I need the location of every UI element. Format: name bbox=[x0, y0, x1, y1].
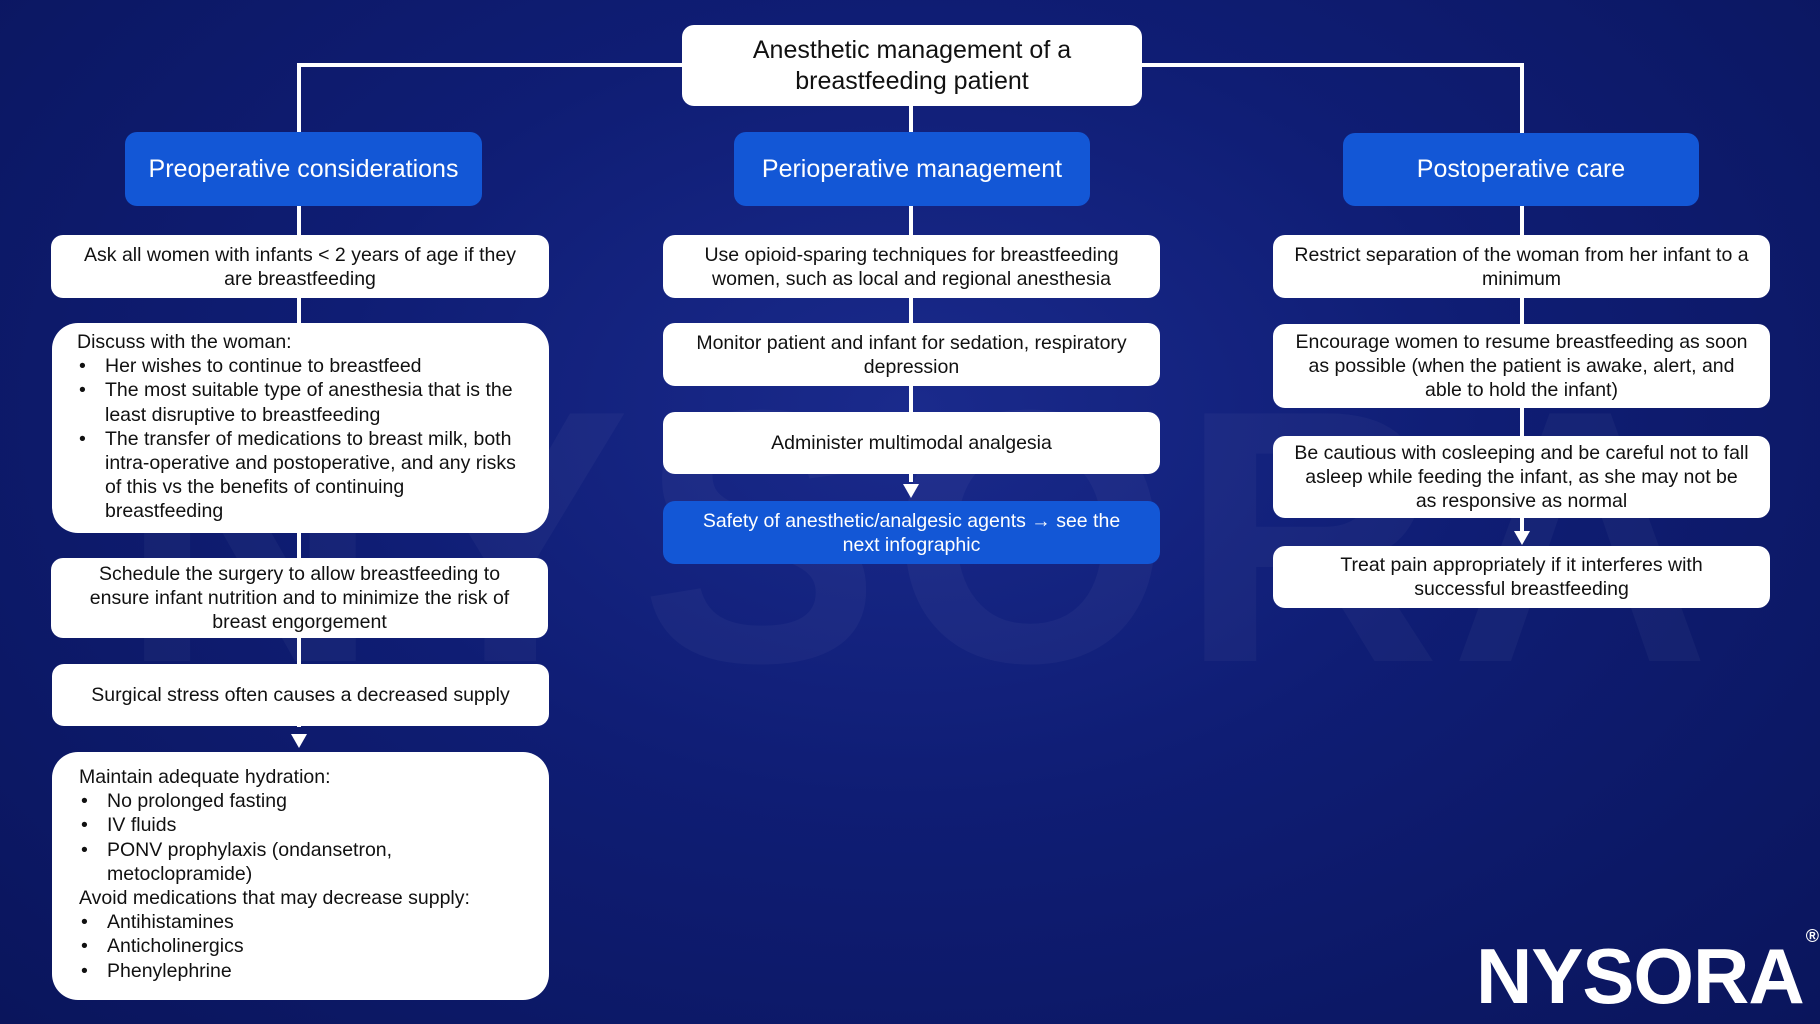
hydration-intro: Maintain adequate hydration: bbox=[79, 766, 331, 788]
list-item: Phenylephrine bbox=[79, 959, 527, 983]
periop-analgesia-box: Administer multimodal analgesia bbox=[663, 412, 1160, 474]
arrow-middle bbox=[903, 484, 919, 498]
avoid-intro: Avoid medications that may decrease supp… bbox=[79, 887, 470, 910]
arrow-right bbox=[1514, 531, 1530, 545]
preop-discuss-box: Discuss with the woman: Her wishes to co… bbox=[52, 323, 549, 533]
preop-stress-box: Surgical stress often causes a decreased… bbox=[52, 664, 549, 726]
periop-monitor-box: Monitor patient and infant for sedation,… bbox=[663, 323, 1160, 386]
connector-right-down bbox=[1520, 63, 1524, 133]
list-item: The transfer of medications to breast mi… bbox=[77, 427, 527, 524]
postop-separation-box: Restrict separation of the woman from he… bbox=[1273, 235, 1770, 298]
registered-mark: ® bbox=[1805, 926, 1819, 946]
connector-top-right bbox=[1142, 63, 1524, 67]
preop-hydration-box: Maintain adequate hydration: No prolonge… bbox=[52, 752, 549, 1000]
postop-pain-box: Treat pain appropriately if it interfere… bbox=[1273, 546, 1770, 608]
list-item: Anticholinergics bbox=[79, 934, 527, 958]
list-item: No prolonged fasting bbox=[79, 789, 527, 813]
postop-resume-box: Encourage women to resume breastfeeding … bbox=[1273, 324, 1770, 408]
preop-schedule-box: Schedule the surgery to allow breastfeed… bbox=[51, 558, 548, 638]
connector-left-down bbox=[297, 63, 301, 133]
periop-opioid-box: Use opioid-sparing techniques for breast… bbox=[663, 235, 1160, 298]
avoid-list: Antihistamines Anticholinergics Phenylep… bbox=[79, 910, 527, 983]
nysora-logo: NYSORA® bbox=[1476, 926, 1819, 1016]
preop-ask-box: Ask all women with infants < 2 years of … bbox=[51, 235, 549, 298]
discuss-list: Her wishes to continue to breastfeed The… bbox=[77, 354, 527, 523]
diagram-title: Anesthetic management of a breastfeeding… bbox=[682, 25, 1142, 106]
postop-cosleeping-box: Be cautious with cosleeping and be caref… bbox=[1273, 436, 1770, 518]
periop-safety-box: Safety of anesthetic/analgesic agents → … bbox=[663, 501, 1160, 564]
discuss-intro: Discuss with the woman: bbox=[77, 331, 292, 353]
header-perioperative: Perioperative management bbox=[734, 132, 1090, 206]
list-item: Her wishes to continue to breastfeed bbox=[77, 354, 527, 378]
list-item: IV fluids bbox=[79, 813, 527, 837]
connector-top-left bbox=[297, 63, 682, 67]
list-item: PONV prophylaxis (ondansetron, metoclopr… bbox=[79, 838, 527, 886]
arrow-left bbox=[291, 734, 307, 748]
header-postoperative: Postoperative care bbox=[1343, 133, 1699, 206]
header-preoperative: Preoperative considerations bbox=[125, 132, 482, 206]
list-item: Antihistamines bbox=[79, 910, 527, 934]
logo-text: NYSORA bbox=[1476, 932, 1805, 1020]
connector-center-down bbox=[909, 106, 913, 133]
list-item: The most suitable type of anesthesia tha… bbox=[77, 378, 527, 426]
hydration-list: No prolonged fasting IV fluids PONV prop… bbox=[79, 789, 527, 886]
